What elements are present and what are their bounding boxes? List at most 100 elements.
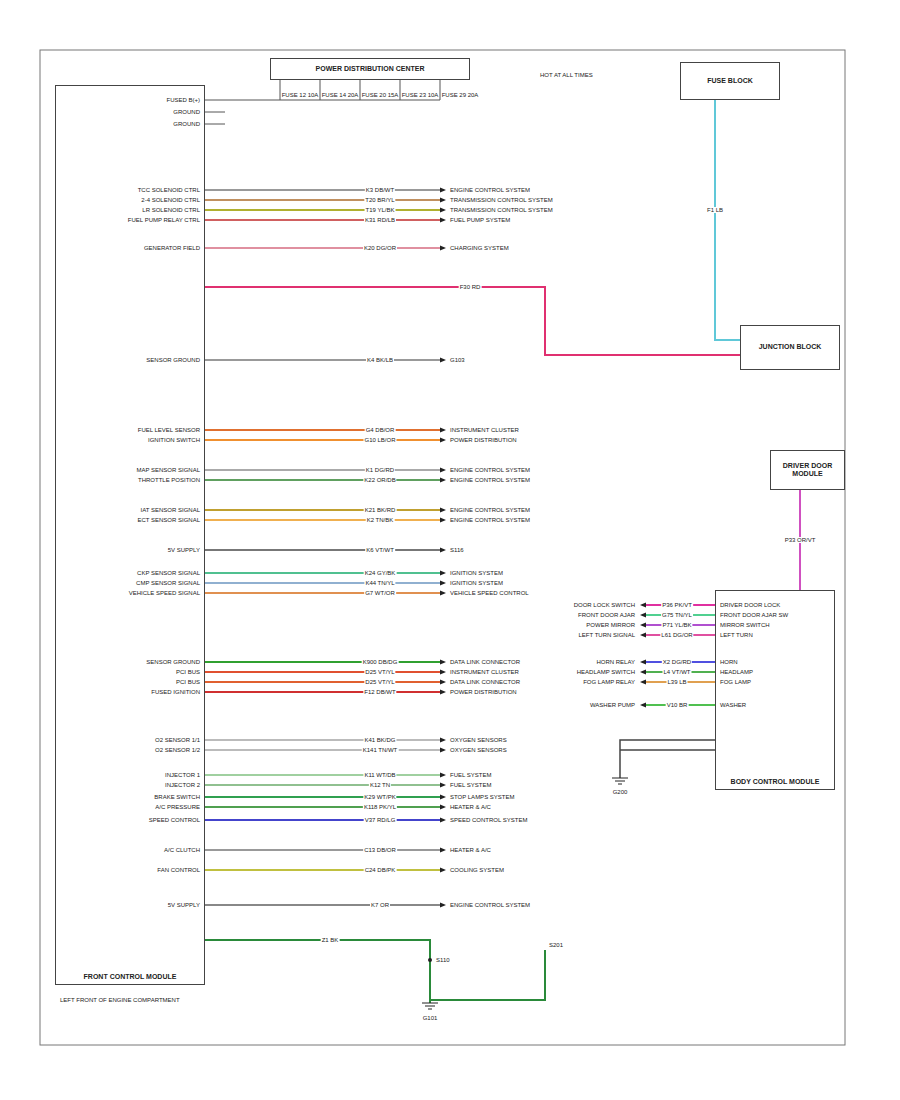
wire-label: S110 — [436, 957, 450, 963]
wire-label: OXYGEN SENSORS — [450, 747, 507, 753]
connector-arrow — [440, 208, 446, 213]
wire-label: HEADLAMP SWITCH — [577, 669, 635, 675]
connector-arrow — [440, 670, 446, 675]
wire-label: COOLING SYSTEM — [450, 867, 504, 873]
wire-label: TRANSMISSION CONTROL SYSTEM — [450, 207, 553, 213]
wire-label: F1 LB — [706, 207, 724, 213]
wire-label: K12 TN — [369, 782, 391, 788]
wire-connector — [715, 100, 740, 340]
module-box: BODY CONTROL MODULE — [715, 590, 835, 790]
wire-label: G103 — [450, 357, 465, 363]
wire — [205, 549, 440, 551]
wire — [205, 359, 440, 361]
wire-label: 2-4 SOLENOID CTRL — [141, 197, 200, 203]
wire-label: A/C PRESSURE — [155, 804, 200, 810]
wire-label: DATA LINK CONNECTOR — [450, 659, 520, 665]
wire-label: IAT SENSOR SIGNAL — [141, 507, 200, 513]
wire — [205, 869, 440, 871]
connector-arrow — [440, 690, 446, 695]
wire-label: K3 DB/WT — [365, 187, 395, 193]
wire-label: K141 TN/WT — [362, 747, 399, 753]
wire-label: FRONT DOOR AJAR — [578, 612, 635, 618]
wire-label: ENGINE CONTROL SYSTEM — [450, 902, 530, 908]
wire-label: INSTRUMENT CLUSTER — [450, 427, 519, 433]
wire-label: X2 DG/RD — [662, 659, 692, 665]
wire-label: SPEED CONTROL — [149, 817, 200, 823]
wire — [205, 681, 440, 683]
wire-label: TRANSMISSION CONTROL SYSTEM — [450, 197, 553, 203]
wire-label: POWER MIRROR — [586, 622, 635, 628]
connector-arrow — [440, 591, 446, 596]
connector-arrow — [640, 623, 646, 628]
module-name: BODY CONTROL MODULE — [731, 778, 820, 786]
wire-label: T20 BR/YL — [364, 197, 395, 203]
wire-label: K4 BK/LB — [366, 357, 394, 363]
connector-arrow — [440, 660, 446, 665]
wire-label: 5V SUPPLY — [168, 547, 200, 553]
wire-label: ECT SENSOR SIGNAL — [137, 517, 200, 523]
connectors — [205, 100, 800, 590]
wire-label: INSTRUMENT CLUSTER — [450, 669, 519, 675]
wire-label: K20 DG/OR — [363, 245, 397, 251]
connector-arrow — [440, 518, 446, 523]
wire-label: ENGINE CONTROL SYSTEM — [450, 467, 530, 473]
wire-label: G4 DB/OR — [365, 427, 396, 433]
wire-label: G101 — [423, 1015, 438, 1021]
wire-label: K7 OR — [370, 902, 390, 908]
module-box: FUSE BLOCK — [680, 62, 780, 100]
connector-arrow — [640, 703, 646, 708]
wire-label: V37 RD/LG — [364, 817, 397, 823]
wire-label: G7 WT/OR — [364, 590, 396, 596]
ground-symbol — [422, 1003, 438, 1009]
wire-label: LEFT FRONT OF ENGINE COMPARTMENT — [60, 997, 180, 1003]
wire — [205, 572, 440, 574]
connector-arrow — [440, 548, 446, 553]
connector-arrow — [640, 613, 646, 618]
ground-wire — [620, 740, 715, 778]
wire-label: ENGINE CONTROL SYSTEM — [450, 477, 530, 483]
ground-symbol — [612, 778, 628, 784]
connector-arrow — [440, 903, 446, 908]
wire-label: CMP SENSOR SIGNAL — [136, 580, 200, 586]
wire-label: DOOR LOCK SWITCH — [574, 602, 635, 608]
connector-arrow — [440, 795, 446, 800]
wire-label: MAP SENSOR SIGNAL — [136, 467, 200, 473]
connector-arrow — [440, 773, 446, 778]
wire-label: K21 BK/RD — [364, 507, 397, 513]
wire-label: O2 SENSOR 1/1 — [155, 737, 200, 743]
wire-label: GROUND — [173, 121, 200, 127]
wire-label: K118 PK/YL — [363, 804, 397, 810]
connector-arrow — [440, 358, 446, 363]
connector-arrow — [640, 660, 646, 665]
wire-label: F12 DB/WT — [363, 689, 396, 695]
wire-label: HORN RELAY — [596, 659, 635, 665]
connector-arrow — [440, 246, 446, 251]
wire — [205, 582, 440, 584]
wire — [205, 819, 440, 821]
wire-label: LEFT TURN SIGNAL — [579, 632, 635, 638]
wire-label: K2 TN/BK — [366, 517, 395, 523]
wire-label: CKP SENSOR SIGNAL — [137, 570, 200, 576]
module-name: DRIVER DOOR MODULE — [774, 462, 841, 478]
connector-arrow — [440, 805, 446, 810]
wire-label: SPEED CONTROL SYSTEM — [450, 817, 527, 823]
wire-label: FRONT DOOR AJAR SW — [720, 612, 788, 618]
wire-label: FUSE 20 15A — [362, 92, 399, 98]
wire-label: S116 — [450, 547, 464, 553]
wire-label: K11 WT/DB — [363, 772, 396, 778]
module-name: FRONT CONTROL MODULE — [84, 973, 177, 981]
wire-label: FUEL PUMP SYSTEM — [450, 217, 510, 223]
connector-arrow — [640, 603, 646, 608]
connector-arrow — [440, 738, 446, 743]
connector-arrow — [440, 218, 446, 223]
wire-label: FUEL PUMP RELAY CTRL — [128, 217, 200, 223]
wire-label: VEHICLE SPEED SIGNAL — [129, 590, 200, 596]
wire-label: HOT AT ALL TIMES — [540, 72, 593, 78]
wire-label: L39 LB — [666, 679, 687, 685]
wire — [205, 199, 440, 201]
wire-label: IGNITION SWITCH — [148, 437, 200, 443]
wire-label: P36 PK/VT — [661, 602, 693, 608]
wire-label: K900 DB/DG — [362, 659, 399, 665]
wire-label: DRIVER DOOR LOCK — [720, 602, 780, 608]
